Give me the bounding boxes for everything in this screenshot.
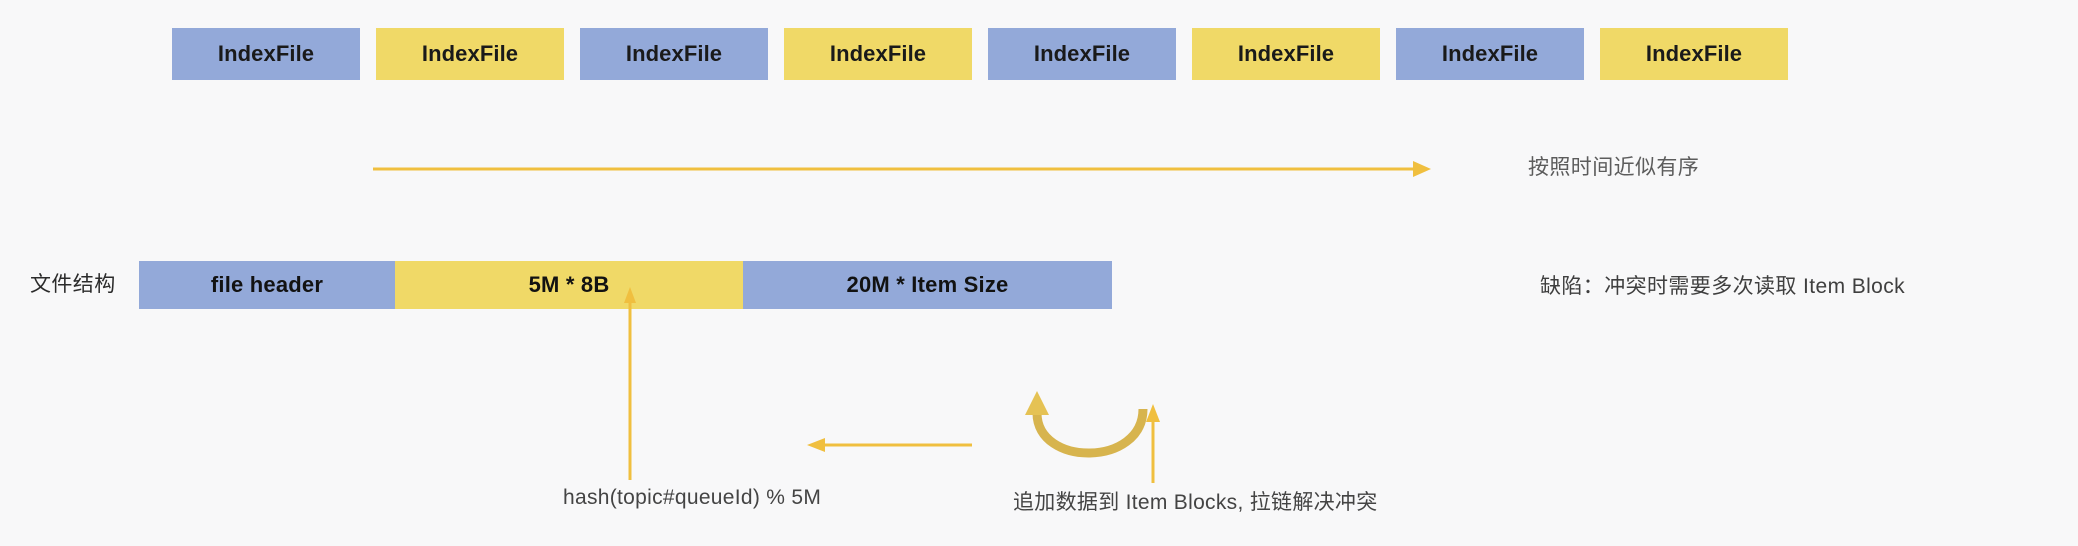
indexfile-box: IndexFile	[1600, 28, 1788, 80]
indexfile-label: IndexFile	[829, 41, 927, 66]
hash-connector-arrow-icon	[624, 287, 636, 480]
indexfile-row: IndexFile IndexFile IndexFile IndexFile …	[172, 28, 1788, 80]
indexfile-label: IndexFile	[1033, 41, 1131, 66]
segment-item-blocks: 20M * Item Size	[743, 261, 1112, 309]
segment-label: 5M * 8B	[528, 272, 610, 297]
file-structure-label: 文件结构	[30, 273, 116, 296]
time-order-arrow-icon	[373, 161, 1431, 177]
indexfile-label: IndexFile	[1237, 41, 1335, 66]
segment-label: 20M * Item Size	[846, 272, 1009, 297]
indexfile-box: IndexFile	[580, 28, 768, 80]
chain-resolution-arrows-icon	[807, 391, 1160, 483]
indexfile-label: IndexFile	[217, 41, 315, 66]
file-structure-row: file header 5M * 8B 20M * Item Size	[139, 261, 1112, 309]
indexfile-box: IndexFile	[1396, 28, 1584, 80]
indexfile-label: IndexFile	[1441, 41, 1539, 66]
indexfile-box: IndexFile	[784, 28, 972, 80]
hash-annotation: hash(topic#queueId) % 5M	[563, 486, 822, 509]
append-annotation: 追加数据到 Item Blocks, 拉链解决冲突	[1013, 491, 1378, 514]
time-order-caption: 按照时间近似有序	[1528, 156, 1700, 179]
indexfile-box: IndexFile	[376, 28, 564, 80]
segment-label: file header	[210, 272, 324, 297]
segment-file-header: file header	[139, 261, 395, 309]
indexfile-box: IndexFile	[1192, 28, 1380, 80]
defect-note: 缺陷：冲突时需要多次读取 Item Block	[1540, 275, 1906, 298]
segment-slot-table: 5M * 8B	[395, 261, 743, 309]
indexfile-label: IndexFile	[421, 41, 519, 66]
indexfile-label: IndexFile	[625, 41, 723, 66]
indexfile-box: IndexFile	[988, 28, 1176, 80]
indexfile-box: IndexFile	[172, 28, 360, 80]
indexfile-label: IndexFile	[1645, 41, 1743, 66]
